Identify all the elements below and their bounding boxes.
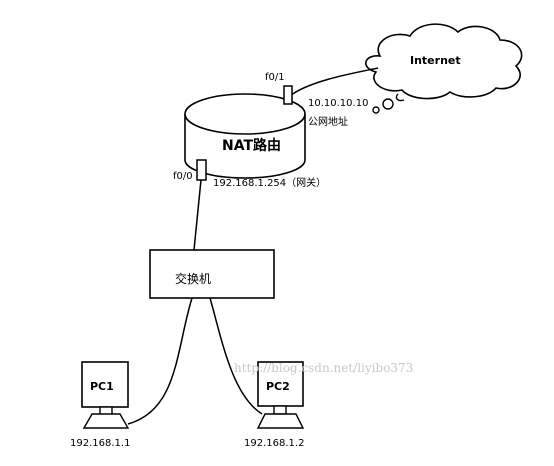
internet-cloud-icon: Internet (365, 23, 523, 114)
switch-label: 交换机 (175, 271, 211, 286)
lan-port-icon (196, 159, 207, 181)
pc1-link (127, 297, 193, 425)
internet-label: Internet (410, 54, 461, 67)
pc2-ip: 192.168.1.2 (244, 438, 304, 449)
pc1-icon (81, 361, 130, 429)
wan-port-label: f0/1 (265, 72, 285, 83)
pc2-icon (256, 361, 305, 429)
lan-ip-label: 192.168.1.254（网关） (213, 176, 326, 189)
wan-ip-label: 10.10.10.10 (308, 98, 368, 109)
wan-link (289, 67, 379, 97)
watermark-text: http://blog.csdn.net/liyibo373 (234, 361, 413, 375)
nat-router-icon (184, 93, 306, 179)
pc1-ip: 192.168.1.1 (70, 438, 130, 449)
router-name: NAT路由 (222, 137, 281, 154)
lan-link (193, 179, 202, 251)
pc2-name: PC2 (266, 380, 290, 393)
switch-icon (149, 249, 275, 299)
lan-port-label: f0/0 (173, 171, 193, 182)
pc2-link (209, 297, 263, 415)
pc1-name: PC1 (90, 380, 114, 393)
wan-port-icon (283, 85, 293, 105)
wan-note-label: 公网地址 (308, 115, 348, 128)
